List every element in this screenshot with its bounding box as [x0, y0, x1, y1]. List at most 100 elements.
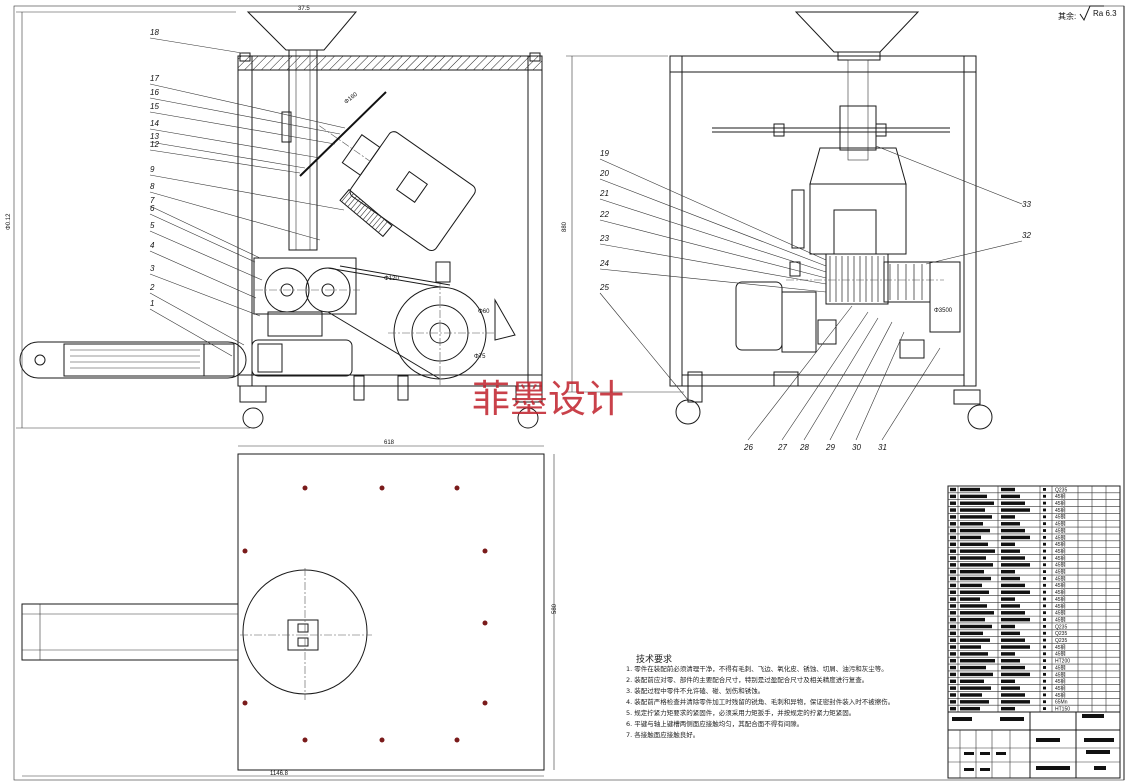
- balloon: 9: [149, 165, 345, 211]
- bom-material: 45钢: [1055, 610, 1066, 617]
- bom-row: Q235: [950, 638, 1067, 644]
- svg-text:9: 9: [150, 165, 155, 174]
- bom-row: 45钢: [950, 521, 1066, 528]
- bom-material: 65Mn: [1055, 700, 1068, 706]
- svg-text:4: 4: [150, 241, 155, 250]
- bom-material: 45钢: [1055, 521, 1066, 528]
- tech-req-item: 1. 零件在装配前必须清理干净，不得有毛刺、飞边、氧化皮、锈蚀、切屑、油污和灰尘…: [626, 664, 888, 673]
- bom-material: 45钢: [1055, 527, 1066, 534]
- svg-text:14: 14: [150, 119, 159, 128]
- svg-text:30: 30: [852, 443, 861, 452]
- balloon: 5: [149, 221, 263, 281]
- bom-row: 45钢: [950, 603, 1066, 610]
- bom-row: 45钢: [950, 651, 1066, 658]
- bolt-holes: [242, 485, 488, 743]
- bom-row: HT200: [950, 659, 1070, 665]
- svg-text:16: 16: [150, 88, 159, 97]
- bom-material: 45钢: [1055, 514, 1066, 521]
- bom-material: 45钢: [1055, 493, 1066, 500]
- bom-row: 45钢: [950, 616, 1066, 623]
- bom-material: 45钢: [1055, 575, 1066, 582]
- balloon: 17: [149, 74, 346, 129]
- bom-row: 45钢: [950, 569, 1066, 576]
- svg-text:7: 7: [150, 196, 155, 205]
- bom-row: Q235: [950, 631, 1067, 637]
- bom-material: 45钢: [1055, 541, 1066, 548]
- balloon: 28: [799, 317, 879, 452]
- balloon: 22: [599, 210, 827, 279]
- bom-row: 45钢: [950, 534, 1066, 541]
- bom-row: HT150: [950, 707, 1070, 713]
- bom-material: 45钢: [1055, 678, 1066, 685]
- roughness-prefix: 其余:: [1058, 11, 1076, 21]
- svg-text:24: 24: [599, 259, 609, 268]
- dim-label-a: Φ160: [344, 91, 360, 105]
- bom-row: 45钢: [950, 678, 1066, 685]
- bom-material: HT200: [1055, 659, 1070, 665]
- svg-text:28: 28: [799, 443, 809, 452]
- roughness-symbol: 其余: Ra 6.3: [1058, 5, 1117, 22]
- svg-text:18: 18: [150, 28, 159, 37]
- bom-material: Q235: [1055, 487, 1067, 493]
- bom-material: 45钢: [1055, 500, 1066, 507]
- dim-top-width: 618: [384, 440, 395, 446]
- balloon: 32: [925, 231, 1031, 265]
- front-view: 37.5 Φ160: [6, 6, 543, 429]
- bom-row: 45钢: [950, 644, 1066, 651]
- bom-row: 45钢: [950, 541, 1066, 548]
- bom-material: 45钢: [1055, 671, 1066, 678]
- bom-material: 45钢: [1055, 603, 1066, 610]
- dim-label-d: Φ75: [474, 354, 486, 360]
- front-view-balloons: 18 17 16 15 14 13 12 9 8 7 6 5 4 3 2 1: [149, 28, 346, 357]
- bom-row: 45钢: [950, 664, 1066, 671]
- balloon: 21: [599, 189, 827, 273]
- svg-text:31: 31: [878, 443, 887, 452]
- svg-text:12: 12: [150, 140, 159, 149]
- bom-material: 45钢: [1055, 555, 1066, 562]
- balloon: 24: [599, 259, 827, 293]
- dim-top-depth: 580: [552, 603, 558, 614]
- svg-text:8: 8: [150, 182, 155, 191]
- svg-text:21: 21: [599, 189, 609, 198]
- balloon: 25: [599, 283, 689, 401]
- dim-shaft: Φ3500: [934, 308, 953, 314]
- dim-label-c: Φ60: [478, 309, 490, 315]
- balloon: 23: [599, 234, 827, 285]
- balloon: 15: [149, 102, 336, 145]
- bom-row: 65Mn: [950, 700, 1068, 706]
- balloon: 6: [149, 204, 256, 263]
- bom-row: 45钢: [950, 671, 1066, 678]
- bom-material: 45钢: [1055, 616, 1066, 623]
- tech-req-item: 4. 装配前严格检查并清除零件加工时残留的锐角、毛刺和异物，保证密封件装入时不被…: [626, 697, 894, 706]
- bom-row: 45钢: [950, 589, 1066, 596]
- svg-text:6: 6: [150, 204, 155, 213]
- tech-req-item: 2. 装配前应对零、部件的主要配合尺寸，特别是过盈配合尺寸及相关精度进行复查。: [626, 675, 868, 684]
- roughness-value: Ra 6.3: [1093, 9, 1117, 18]
- balloon: 30: [852, 331, 905, 452]
- bom-row: 45钢: [950, 610, 1066, 617]
- bom-row: 45钢: [950, 562, 1066, 569]
- balloon: 1: [149, 299, 233, 357]
- bom-row: Q235: [950, 487, 1067, 493]
- bom-row: 45钢: [950, 527, 1066, 534]
- dim-label-b: Φ120: [384, 276, 399, 282]
- tech-req-item: 5. 规定拧紧力矩要求的紧固件，必须采用力矩扳手，并按规定的拧紧力矩紧固。: [626, 708, 855, 717]
- balloon: 18: [149, 28, 243, 54]
- balloon: 31: [878, 347, 941, 452]
- svg-text:22: 22: [599, 210, 609, 219]
- balloon: 13: [149, 132, 306, 169]
- bom-row: Q235: [950, 624, 1067, 630]
- bom-material: 45钢: [1055, 589, 1066, 596]
- svg-text:5: 5: [150, 221, 155, 230]
- side-view-balloons: 19 20 21 22 23 24 25 33 32 26 27 28 29 3…: [599, 145, 1031, 452]
- bom-material: 45钢: [1055, 562, 1066, 569]
- bom-row: 45钢: [950, 514, 1066, 521]
- svg-text:27: 27: [777, 443, 787, 452]
- bom-material: 45钢: [1055, 596, 1066, 603]
- balloon: 8: [149, 182, 321, 241]
- bom-row: 45钢: [950, 548, 1066, 555]
- bom-material: 45钢: [1055, 569, 1066, 576]
- bom-material: Q235: [1055, 624, 1067, 630]
- bom-material: 45钢: [1055, 664, 1066, 671]
